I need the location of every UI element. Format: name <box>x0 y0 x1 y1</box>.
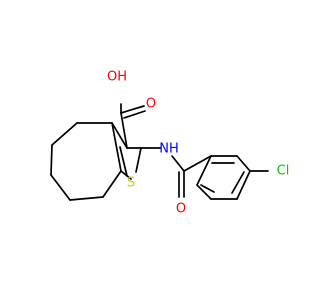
bond <box>50 144 53 176</box>
carboxyl-oxygen-label: O <box>146 97 156 112</box>
chlorine-label: Cl <box>277 164 290 179</box>
bond <box>69 196 104 201</box>
benzene-ring <box>196 155 251 200</box>
bond <box>111 122 122 172</box>
amide-nitrogen-label: NH <box>159 142 179 157</box>
bond <box>120 105 145 114</box>
bond <box>171 155 185 172</box>
bond <box>200 184 215 193</box>
bond <box>119 146 128 177</box>
thiophene-ring <box>111 122 142 180</box>
bond <box>50 174 71 201</box>
carboxyl-hydroxyl-label: OH <box>107 70 127 85</box>
bond <box>183 155 212 172</box>
bond <box>51 122 78 146</box>
bond <box>111 122 128 149</box>
bond <box>196 155 212 186</box>
bond <box>102 170 122 198</box>
cycloheptane-ring <box>50 122 122 201</box>
amide-linkage <box>140 147 212 198</box>
amide-oxygen-label: O <box>176 202 186 217</box>
bond <box>196 184 212 200</box>
bond <box>120 112 128 149</box>
bond <box>236 155 251 172</box>
bond <box>231 171 245 194</box>
bond <box>236 170 251 200</box>
carboxylic-acid-group <box>120 103 146 149</box>
bond <box>123 110 146 119</box>
bond <box>135 147 142 173</box>
sulfur-label: S <box>127 176 135 191</box>
bond <box>120 170 132 180</box>
structure-canvas: OH O NH O S Cl <box>50 70 290 217</box>
molecule-diagram: OH O NH O S Cl <box>50 70 290 217</box>
